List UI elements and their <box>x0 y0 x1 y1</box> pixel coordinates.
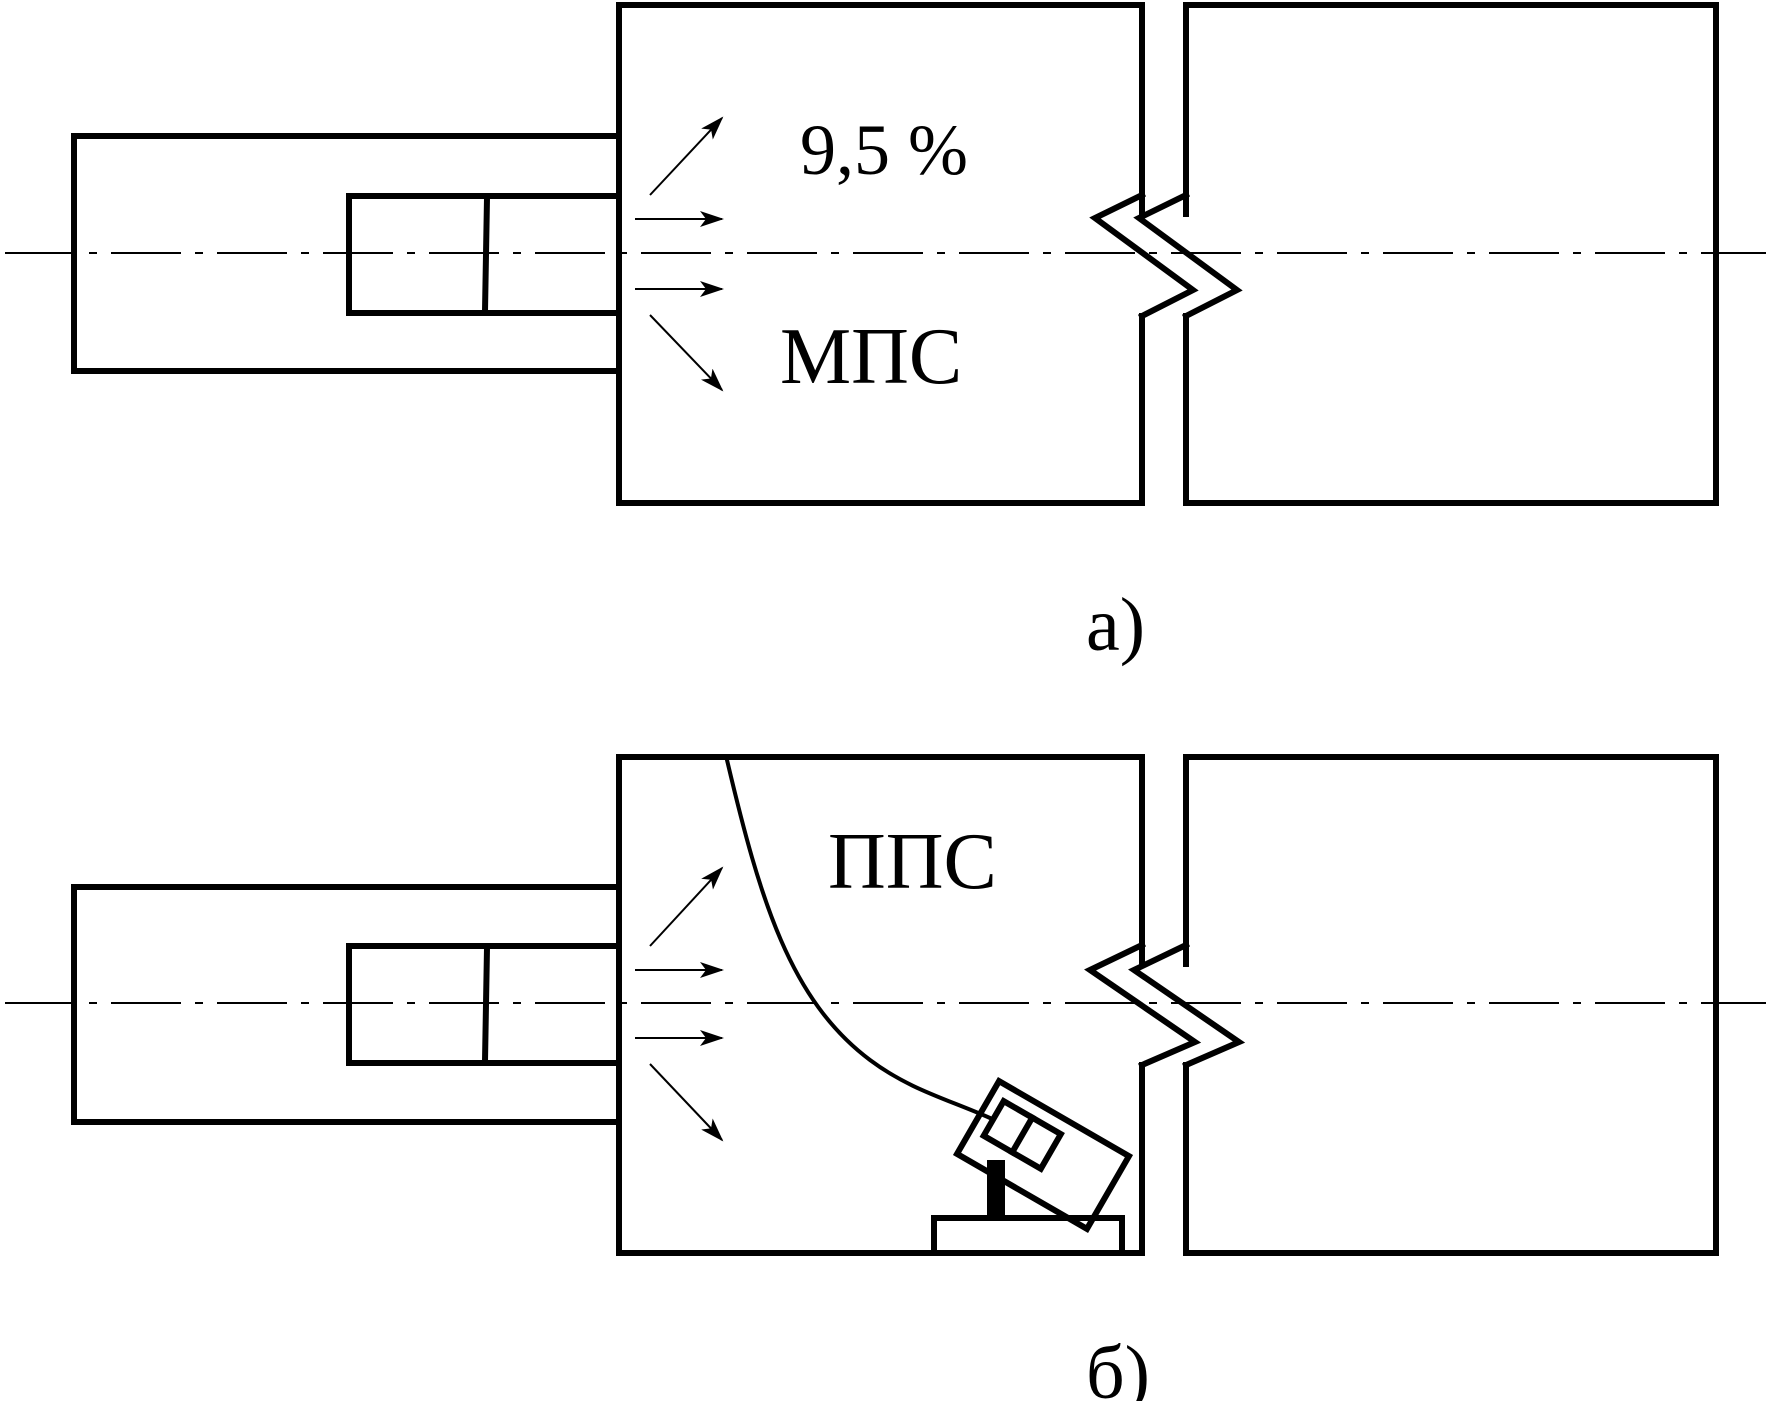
chamber-right-b <box>1183 754 1719 1256</box>
break-line-a-right <box>1133 190 1243 321</box>
flow-arrow-up <box>649 866 724 947</box>
device-stand <box>987 1160 1005 1218</box>
panel-a: 9,5 % МПС а) <box>5 2 1766 667</box>
device-housing <box>952 1077 1134 1233</box>
flame-front-curve <box>724 757 993 1121</box>
chamber-right-a <box>1183 2 1719 506</box>
device-nozzle-divider <box>1008 1113 1037 1157</box>
zone-label-mps: МПС <box>780 313 962 401</box>
suppression-device <box>931 1077 1134 1256</box>
zone-label-pps: ППС <box>828 818 997 906</box>
chamber-left-b <box>616 754 1145 1256</box>
flow-arrow-up <box>649 116 724 196</box>
flow-arrow-down <box>649 314 724 392</box>
device-body <box>952 1077 1134 1233</box>
caption-b: б) <box>1086 1331 1150 1401</box>
break-line-a-left <box>1089 190 1199 321</box>
chamber-left-a <box>616 2 1145 506</box>
concentration-label: 9,5 % <box>800 110 968 190</box>
pipe-inner-divider-b <box>481 944 491 1065</box>
device-base <box>931 1215 1125 1256</box>
break-line-b-left <box>1084 940 1202 1069</box>
caption-a: а) <box>1086 583 1145 667</box>
flow-arrows-a <box>635 116 724 392</box>
flow-arrows-b <box>635 866 724 1142</box>
pipe-inner-divider-a <box>481 194 491 315</box>
break-line-b-right <box>1128 940 1246 1069</box>
panel-b: ППС б) <box>5 754 1766 1401</box>
flow-arrow-down <box>649 1063 724 1142</box>
